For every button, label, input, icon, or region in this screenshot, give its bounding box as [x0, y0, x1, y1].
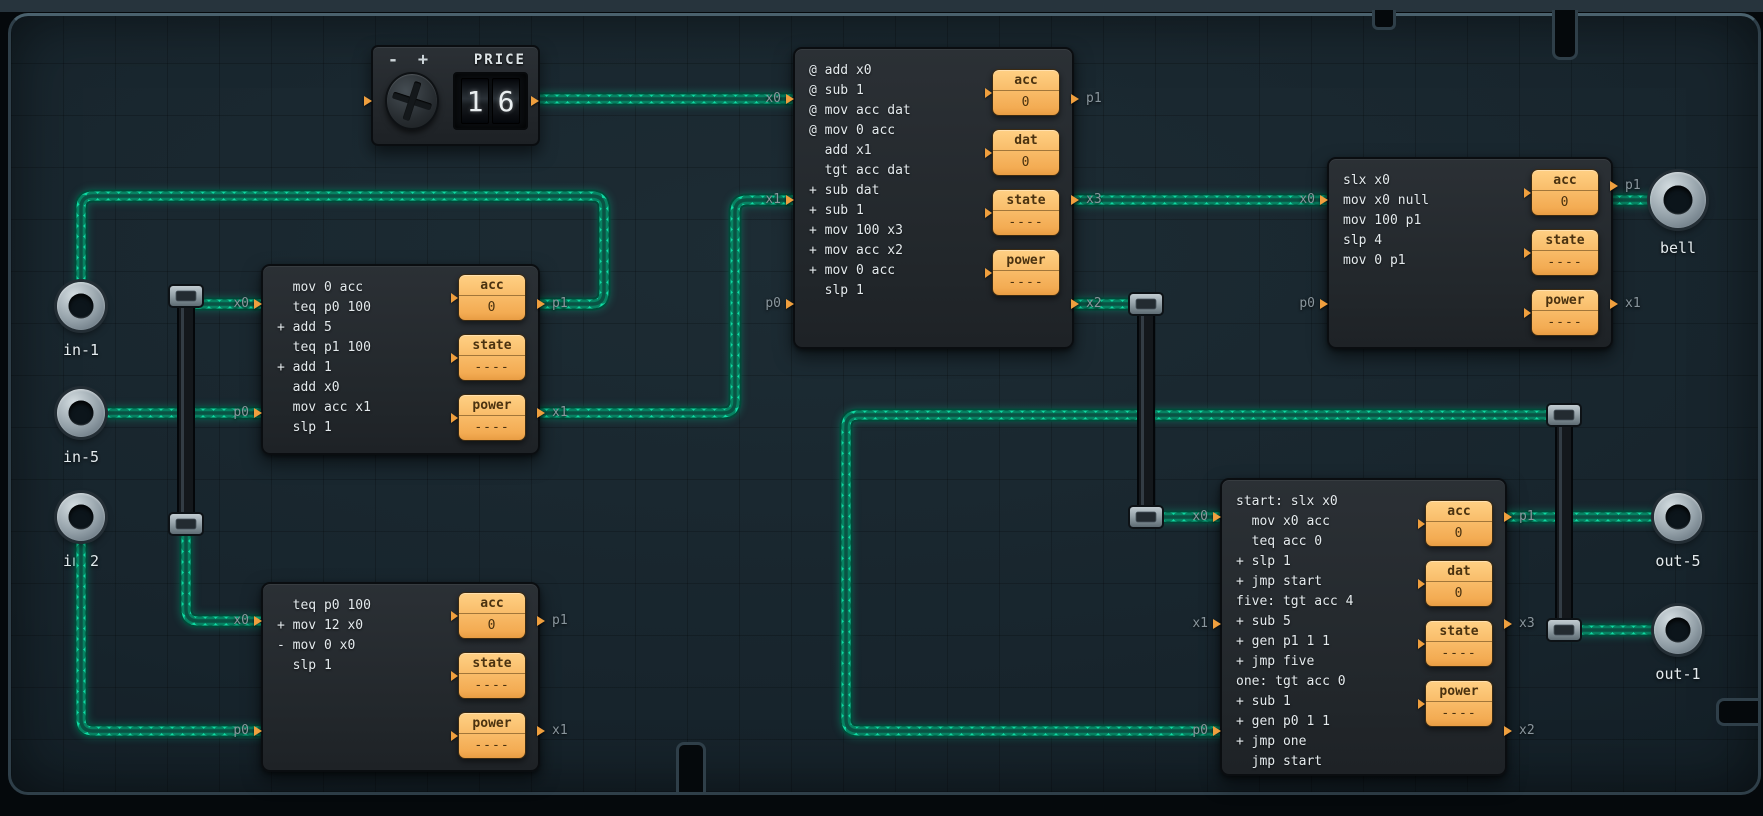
price-digit-2: 6 — [492, 78, 520, 124]
wire-in1-to-adder-p1 — [81, 196, 604, 306]
bridge-left-cap-slot — [176, 291, 196, 301]
wire-bridge-to-coin-x0 — [186, 524, 261, 621]
price-knob[interactable] — [385, 72, 439, 130]
bridge-left-shaft[interactable] — [178, 302, 194, 518]
price-digit-display: 16 — [453, 72, 528, 130]
price-left-pin-arrow — [364, 96, 372, 106]
bridge-right-shaft[interactable] — [1556, 421, 1572, 624]
bridge-left-shaft-highlight — [181, 306, 184, 514]
price-body: 16 — [373, 70, 538, 130]
price-title: PRICE — [474, 52, 526, 68]
price-dial-component[interactable]: - + PRICE 16 — [371, 45, 540, 146]
wire-bridge-to-coin-x0 — [186, 524, 261, 621]
bridge-middle-shaft-highlight — [1141, 314, 1144, 507]
wire-change-p0-to-bridge — [846, 415, 1564, 731]
wire-in1-to-adder-p1 — [81, 196, 604, 306]
bridge-left-cap-slot — [176, 519, 196, 529]
bridge-right-cap-slot — [1554, 625, 1574, 635]
price-header: - + PRICE — [373, 47, 538, 70]
wire-bridge-to-coin-x0 — [186, 524, 261, 621]
bridge-right-cap-slot — [1554, 410, 1574, 420]
bridge-right-shaft-highlight — [1559, 425, 1562, 620]
wire-in1-to-adder-p1 — [81, 196, 604, 306]
wire-change-p0-to-bridge — [846, 415, 1564, 731]
wire-bridge-to-coin-x0 — [186, 524, 261, 621]
wire-change-p0-to-bridge — [846, 415, 1564, 731]
price-decrement-button[interactable]: - — [385, 50, 401, 70]
price-right-pin-arrow — [531, 96, 539, 106]
bridge-middle-cap-slot — [1136, 299, 1156, 309]
wire-change-p0-to-bridge — [846, 415, 1564, 731]
wire-in1-to-adder-p1 — [81, 196, 604, 306]
bridge-middle-cap-slot — [1136, 512, 1156, 522]
bridge-middle-shaft[interactable] — [1138, 310, 1154, 511]
price-increment-button[interactable]: + — [415, 50, 431, 70]
price-digit-1: 1 — [461, 78, 489, 124]
